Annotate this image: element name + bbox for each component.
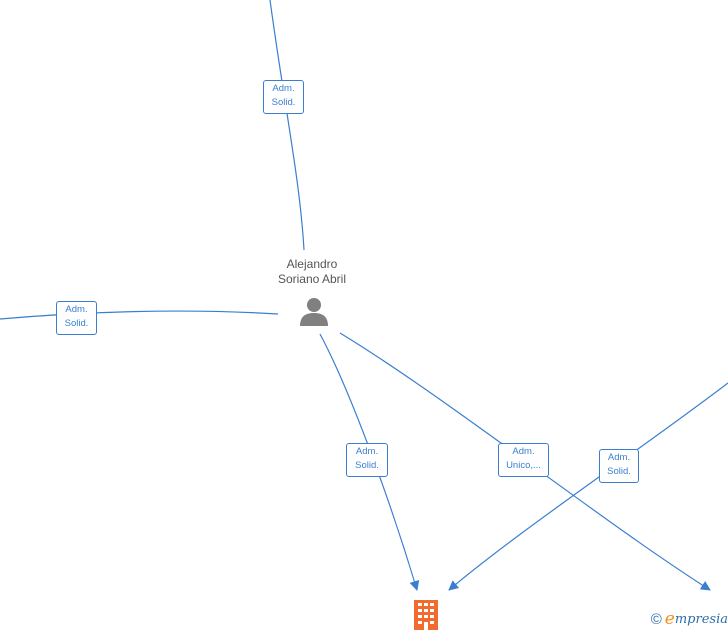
edge-label-line1: Adm. (65, 304, 88, 315)
edge-label-right[interactable]: Adm. Solid. (599, 449, 639, 483)
edge-label-left[interactable]: Adm. Solid. (56, 301, 97, 335)
edge-label-line2: Solid. (355, 460, 379, 471)
edge-top (269, 0, 305, 251)
edge-label-line2: Solid. (64, 318, 89, 329)
brand-initial: e (664, 609, 675, 629)
building-icon[interactable] (413, 600, 439, 630)
edge-label-line2: Solid. (271, 97, 296, 108)
copyright-symbol: © (650, 610, 662, 628)
edge-right-company (448, 382, 728, 591)
person-icon[interactable] (298, 296, 330, 328)
edge-label-company[interactable]: Adm. Solid. (346, 443, 388, 477)
edge-left (0, 310, 279, 320)
person-name-line1: Alejandro (286, 257, 338, 271)
person-name-line2: Soriano Abril (277, 272, 347, 286)
edge-label-unico[interactable]: Adm. Unico,... (498, 443, 549, 477)
edge-label-line1: Adm. (512, 446, 535, 457)
edge-label-line2: Solid. (607, 466, 631, 477)
person-name[interactable]: Alejandro Soriano Abril (252, 257, 372, 287)
empresia-watermark: © e mpresia (651, 608, 728, 630)
edge-label-line1: Adm. (355, 446, 379, 457)
edge-label-line2: Unico,... (506, 460, 541, 471)
edge-label-line1: Adm. (272, 83, 295, 94)
edge-label-line1: Adm. (607, 452, 631, 463)
brand-name: mpresia (674, 611, 728, 627)
edge-label-top[interactable]: Adm. Solid. (263, 80, 304, 114)
